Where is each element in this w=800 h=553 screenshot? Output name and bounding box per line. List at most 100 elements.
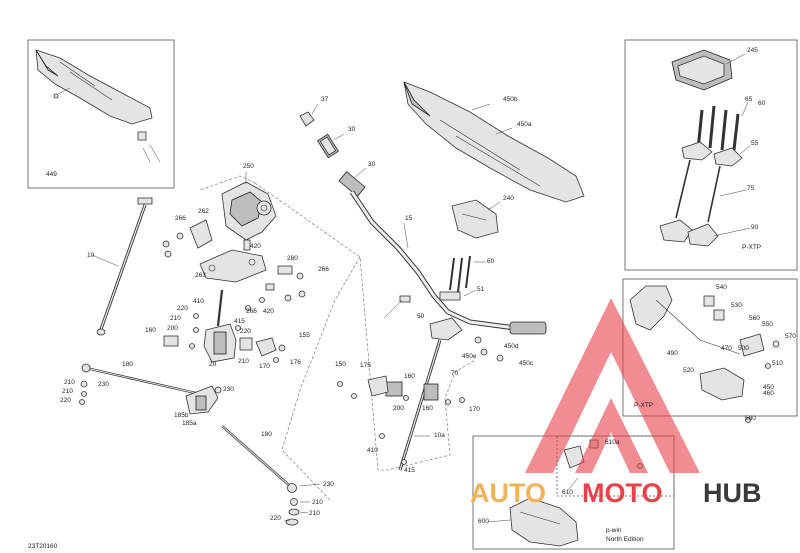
part-label: 30 bbox=[348, 126, 356, 133]
part-label: 176 bbox=[290, 359, 301, 366]
part-label: 180 bbox=[261, 431, 272, 438]
part-label: 580 bbox=[745, 415, 756, 422]
grip-right-30 bbox=[338, 167, 367, 197]
part-label: 230 bbox=[223, 386, 234, 393]
inset-box-449 bbox=[27, 39, 175, 189]
watermark-text-auto: AUTO bbox=[470, 478, 546, 508]
part-label: 50 bbox=[417, 313, 425, 320]
part-label: 160 bbox=[422, 405, 433, 412]
part-label: 51 bbox=[477, 286, 485, 293]
part-label: 600 bbox=[478, 518, 489, 525]
part-label: 185b bbox=[174, 412, 189, 419]
part-label: 450c bbox=[519, 360, 534, 367]
part-label: 90 bbox=[751, 224, 759, 231]
steering-module-250 bbox=[221, 172, 277, 251]
pxtp-side-caption: P-XTP bbox=[634, 402, 653, 409]
part-label: 20 bbox=[209, 361, 217, 368]
part-label: 150 bbox=[335, 361, 346, 368]
part-label: 60 bbox=[487, 258, 495, 265]
part-label: 210 bbox=[62, 388, 73, 395]
part-label: 210 bbox=[170, 315, 181, 322]
part-label: 420 bbox=[263, 308, 274, 315]
part-label: 266 bbox=[175, 215, 186, 222]
bushing-blocks-160 bbox=[337, 375, 465, 465]
handguard-449-part bbox=[35, 49, 161, 163]
watermark-text-moto: MOTO bbox=[582, 478, 663, 508]
part-label: 280 bbox=[287, 255, 298, 262]
part-label: 540 bbox=[716, 284, 727, 291]
part-label: 10a bbox=[434, 432, 445, 439]
inset-box-pxtp-top bbox=[624, 39, 798, 271]
steering-pivot-20 bbox=[163, 289, 286, 363]
part-label: 450e bbox=[462, 353, 477, 360]
handlebar-15 bbox=[349, 190, 547, 335]
steering-column-10a bbox=[383, 295, 504, 471]
part-label: 200 bbox=[167, 325, 178, 332]
part-label: 263 bbox=[195, 272, 206, 279]
part-label: 175 bbox=[360, 362, 371, 369]
part-label: 510 bbox=[772, 360, 783, 367]
part-label: 610 bbox=[562, 489, 573, 496]
part-label: 230 bbox=[323, 481, 334, 488]
part-label: 30 bbox=[368, 161, 376, 168]
part-label: 75 bbox=[747, 185, 755, 192]
part-label: 449 bbox=[46, 171, 57, 178]
tie-rod-180-upper bbox=[79, 363, 201, 405]
part-label: 65 bbox=[745, 96, 753, 103]
part-label: 185a bbox=[182, 420, 197, 427]
bracket-263 bbox=[162, 219, 267, 283]
part-label: 245 bbox=[747, 47, 758, 54]
part-label: 220 bbox=[240, 328, 251, 335]
part-label: 530 bbox=[731, 302, 742, 309]
part-label: 220 bbox=[270, 515, 281, 522]
part-label: 220 bbox=[60, 397, 71, 404]
part-label: 550 bbox=[762, 321, 773, 328]
part-label: 10 bbox=[87, 252, 95, 259]
part-label: 415 bbox=[234, 318, 245, 325]
part-label: 470 bbox=[721, 345, 732, 352]
part-label: 520 bbox=[683, 367, 694, 374]
part-label: 250 bbox=[243, 163, 254, 170]
part-label: 262 bbox=[198, 208, 209, 215]
fastener-cluster-280 bbox=[245, 265, 306, 311]
part-label: 410 bbox=[193, 298, 204, 305]
windshield-600 bbox=[487, 497, 579, 547]
part-label: 460 bbox=[763, 390, 774, 397]
part-label: 410 bbox=[367, 447, 378, 454]
part-label: 60 bbox=[758, 100, 766, 107]
part-label: 450 bbox=[763, 384, 774, 391]
part-label: 450b bbox=[503, 96, 518, 103]
part-label: 266 bbox=[318, 266, 329, 273]
part-label: 70 bbox=[451, 370, 459, 377]
part-label: 560 bbox=[749, 315, 760, 322]
part-label: 55 bbox=[751, 140, 759, 147]
grip-left-30 bbox=[299, 103, 345, 159]
part-label: 210 bbox=[64, 379, 75, 386]
north-edition-caption-1: p-win bbox=[606, 527, 622, 534]
part-label: 490 bbox=[667, 350, 678, 357]
diagram-id: 23T20160 bbox=[28, 543, 58, 550]
part-label: 450d bbox=[504, 343, 519, 350]
part-label: 170 bbox=[259, 363, 270, 370]
pxtp-top-caption: P-XTP bbox=[742, 244, 761, 251]
inset-box-north-edition-sub bbox=[556, 435, 675, 497]
part-label: 220 bbox=[177, 305, 188, 312]
watermark-text-hub: HUB bbox=[703, 478, 762, 508]
part-label: 210 bbox=[309, 510, 320, 517]
part-label: 230 bbox=[98, 381, 109, 388]
part-label: 210 bbox=[238, 358, 249, 365]
part-label: 610a bbox=[605, 439, 620, 446]
bolts-60 bbox=[439, 255, 486, 301]
steering-rod-10 bbox=[91, 197, 153, 336]
part-label: 415 bbox=[404, 467, 415, 474]
part-label: 200 bbox=[393, 405, 404, 412]
part-label: 160 bbox=[404, 373, 415, 380]
assembly-dash-outline-2 bbox=[199, 175, 256, 191]
handguard-450-right bbox=[403, 81, 585, 203]
part-label: 170 bbox=[469, 406, 480, 413]
assembly-dash-outline bbox=[254, 182, 476, 471]
tie-rod-180-lower bbox=[221, 425, 321, 526]
part-label: 570 bbox=[785, 333, 796, 340]
